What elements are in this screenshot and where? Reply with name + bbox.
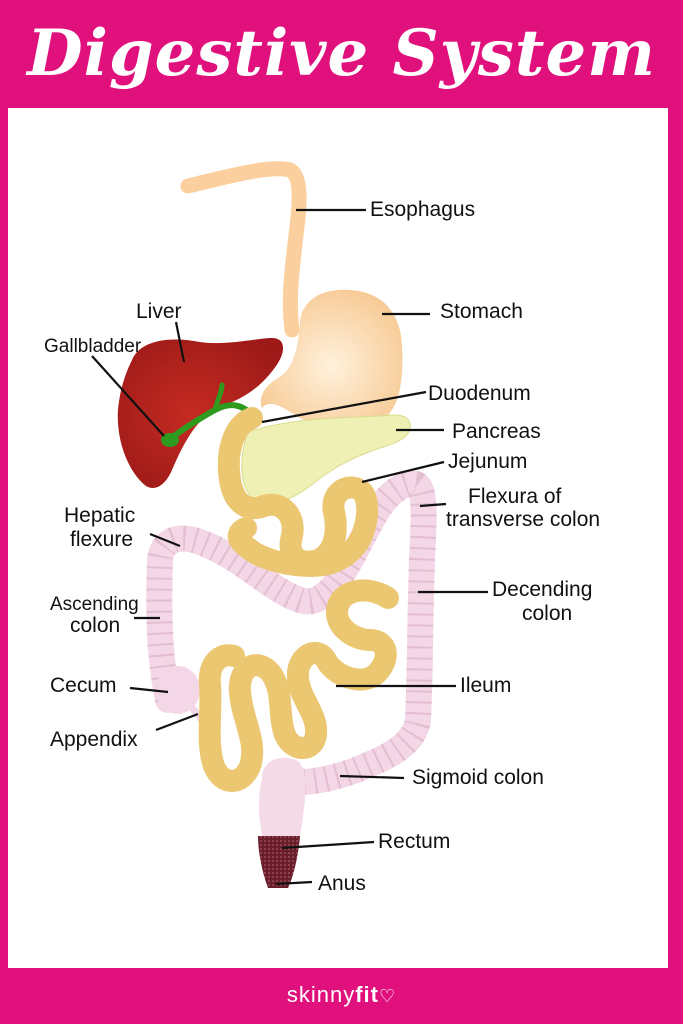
- label-flexura-line2: transverse colon: [446, 508, 600, 531]
- label-decending-line2: colon: [522, 602, 572, 625]
- label-gallbladder: Gallbladder: [44, 336, 142, 357]
- cecum-leader: [129, 686, 169, 694]
- label-appendix: Appendix: [50, 728, 138, 751]
- colon-haustra: [146, 470, 437, 795]
- cecum-organ: [156, 666, 200, 714]
- label-hepatic-line1: Hepatic: [64, 504, 135, 527]
- anus-organ: [258, 836, 300, 888]
- bile-duct-branch: [212, 382, 225, 413]
- liver-leader: [174, 321, 186, 363]
- ileum-organ: [198, 579, 399, 792]
- label-ascending-line1: Ascending: [50, 594, 139, 615]
- label-flexura-line1: Flexura of: [468, 485, 562, 508]
- label-jejunum: Jejunum: [448, 450, 527, 473]
- heart-icon: ♡: [378, 986, 397, 1006]
- rectum-leader: [281, 840, 375, 850]
- jejunum-organ: [227, 476, 379, 577]
- gallbladder-leader: [91, 355, 165, 437]
- esophagus-organ: [180, 161, 307, 338]
- brand-logo: skinnyfit♡: [0, 982, 683, 1008]
- appendix-leader: [155, 712, 199, 732]
- anus-leader: [275, 880, 313, 886]
- flexura-leader: [419, 502, 447, 508]
- label-ascending-line2: colon: [70, 614, 120, 637]
- label-ileum: Ileum: [460, 674, 511, 697]
- brand-text-fit: fit: [355, 982, 379, 1007]
- sigmoid-leader: [339, 774, 405, 780]
- label-cecum: Cecum: [50, 674, 117, 697]
- brand-text-skinny: skinny: [286, 982, 356, 1007]
- label-decending-line1: Decending: [492, 578, 592, 601]
- page-title: Digestive System: [27, 16, 656, 91]
- duodenum-organ: [217, 407, 275, 520]
- label-anus: Anus: [318, 872, 366, 895]
- stomach-organ: [260, 289, 403, 429]
- rectum-organ: [259, 757, 306, 836]
- label-rectum: Rectum: [378, 830, 450, 853]
- label-sigmoid: Sigmoid colon: [412, 766, 544, 789]
- label-liver: Liver: [136, 300, 182, 323]
- label-hepatic-line2: flexure: [70, 528, 133, 551]
- hepatic-leader: [149, 532, 181, 548]
- label-pancreas: Pancreas: [452, 420, 541, 443]
- jejunum-leader: [361, 460, 445, 484]
- label-stomach: Stomach: [440, 300, 523, 323]
- label-duodenum: Duodenum: [428, 382, 531, 405]
- label-esophagus: Esophagus: [370, 198, 475, 221]
- duodenum-leader: [261, 390, 427, 424]
- gallbladder-organ: [161, 433, 179, 447]
- liver-organ: [117, 338, 284, 489]
